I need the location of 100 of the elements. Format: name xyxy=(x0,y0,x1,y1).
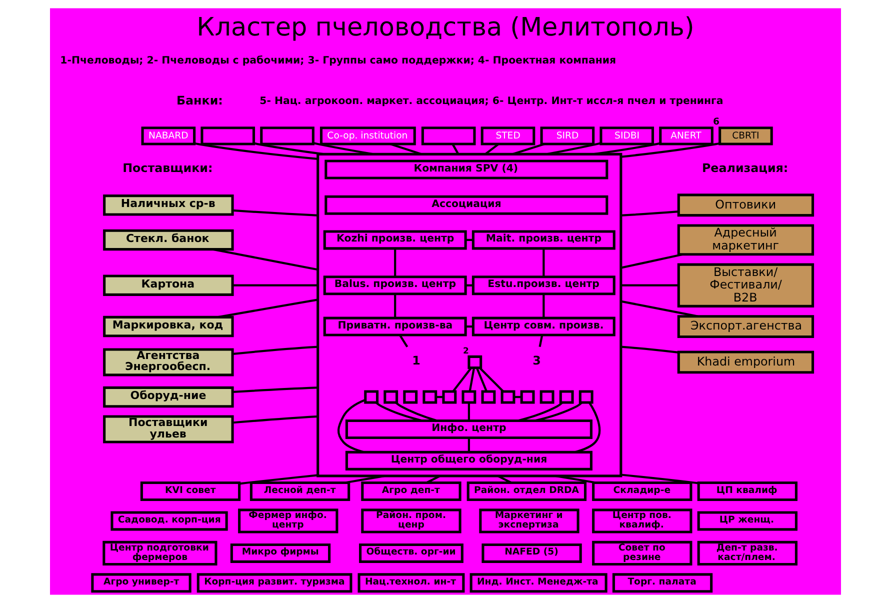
diagram-title: Кластер пчеловодства (Мелитополь) xyxy=(196,12,694,42)
node-box: Mait. произв. центр xyxy=(471,230,615,250)
node-box: Нац.технол. ин-т xyxy=(357,573,464,593)
node-box: Balus. произв. центр xyxy=(322,276,466,296)
node-box: Агентства Энергообесп. xyxy=(102,348,234,376)
connector xyxy=(194,142,318,160)
node-box: Маркетинг и экспертиза xyxy=(478,508,579,534)
connector xyxy=(216,298,318,318)
label: 1-Пчеловоды; 2- Пчеловоды с рабочими; 3- Группы само поддержки; 4- Проектная компания xyxy=(60,55,616,66)
node-box: Садовод. корп-ция xyxy=(110,511,228,531)
connector xyxy=(451,144,459,155)
connector xyxy=(344,474,384,484)
connector xyxy=(232,386,318,393)
connector xyxy=(478,367,504,392)
connector xyxy=(468,368,475,392)
connector xyxy=(467,402,470,421)
node-box: Khadi emporium xyxy=(676,350,814,374)
node-box: Район. пром. ценр xyxy=(360,508,461,534)
connector xyxy=(592,142,660,156)
node-box xyxy=(260,126,314,146)
connector xyxy=(574,402,600,454)
node-box: Совет по резине xyxy=(592,540,692,566)
node-box xyxy=(467,355,482,369)
connector xyxy=(452,367,472,392)
node-box: SIRD xyxy=(540,126,594,146)
node-text: 1 xyxy=(412,353,420,368)
node-box: Агро деп-т xyxy=(360,481,461,501)
node-box: Центр совм. произв. xyxy=(471,316,615,336)
node-box: Маркировка, код xyxy=(102,316,234,338)
node-box xyxy=(480,390,496,404)
node-box: ANERT xyxy=(658,126,713,146)
node-box: Агро универ-т xyxy=(90,573,191,593)
node-box: Co-op. institution xyxy=(319,126,416,146)
connector xyxy=(389,143,422,156)
node-box: NAFED (5) xyxy=(481,543,582,563)
node-box: Оборуд-ние xyxy=(102,386,234,408)
connector xyxy=(212,248,318,271)
node-box: Центр пов. квалиф. xyxy=(592,508,692,534)
node-box xyxy=(422,390,437,404)
node-label: 6 xyxy=(712,116,720,128)
node-box: Корп-ция развит. туризма xyxy=(196,573,352,593)
connector xyxy=(398,334,408,348)
label: 5- Нац. агрокооп. маркет. ассоциация; 6- Центр. Инт-т иссл-я пчел и тренинга xyxy=(259,96,723,108)
connector xyxy=(465,284,472,286)
node-box: Выставки/ Фестивали/ B2B xyxy=(676,263,814,308)
connector xyxy=(426,475,440,484)
node-box: Фермер инфо. центр xyxy=(238,508,338,534)
node-box: Микро фирмы xyxy=(230,543,330,563)
node-box: Оптовики xyxy=(676,194,814,217)
connector xyxy=(542,248,544,277)
node-box xyxy=(539,390,554,404)
connector xyxy=(516,402,562,422)
connector xyxy=(375,402,422,422)
node-box xyxy=(442,390,456,404)
connector xyxy=(546,142,601,156)
node-label: 2 xyxy=(462,345,468,356)
connector xyxy=(620,346,678,354)
connector xyxy=(394,402,437,422)
node-box: Приватн. произв-ва xyxy=(322,316,466,336)
connector xyxy=(253,142,324,156)
connector xyxy=(620,142,720,158)
connector xyxy=(336,398,366,454)
connector xyxy=(475,368,488,392)
node-box xyxy=(364,390,378,404)
label: Поставщики: xyxy=(122,160,212,175)
node-box: Инфо. центр xyxy=(344,420,592,440)
connector xyxy=(465,325,472,328)
node-box xyxy=(461,390,476,404)
node-box: Район. отдел DRDA xyxy=(466,481,586,501)
connector xyxy=(511,143,544,156)
node-box xyxy=(420,126,476,146)
node-box xyxy=(500,390,515,404)
node-box: STED xyxy=(480,126,535,146)
node-box: Деп-т разв. каст/плем. xyxy=(696,540,797,566)
connector xyxy=(232,415,318,424)
connector xyxy=(467,438,470,452)
connector xyxy=(620,253,683,269)
node-box: CBRTI xyxy=(718,126,772,146)
connector xyxy=(554,474,596,484)
node-box: Наличных ср-в xyxy=(102,194,234,216)
connector xyxy=(465,238,472,241)
connector xyxy=(538,335,543,348)
connector xyxy=(534,402,582,422)
connector xyxy=(394,248,396,277)
connector xyxy=(620,210,678,216)
node-box: ЦП квалиф xyxy=(696,481,797,501)
connector xyxy=(232,284,318,286)
label: Банки: xyxy=(176,94,222,108)
node-box xyxy=(402,390,418,404)
node-box: Estu.произв. центр xyxy=(471,276,615,296)
node-box: Стекл. банок xyxy=(102,229,234,251)
connector xyxy=(484,143,498,156)
node-text: 3 xyxy=(532,353,540,368)
connector xyxy=(312,142,374,156)
node-box: Лесной деп-т xyxy=(249,481,350,501)
connector xyxy=(232,346,318,356)
connector xyxy=(238,474,318,485)
node-box xyxy=(520,390,534,404)
connector xyxy=(542,294,544,318)
node-box: Kozhi произв. центр xyxy=(322,230,466,250)
